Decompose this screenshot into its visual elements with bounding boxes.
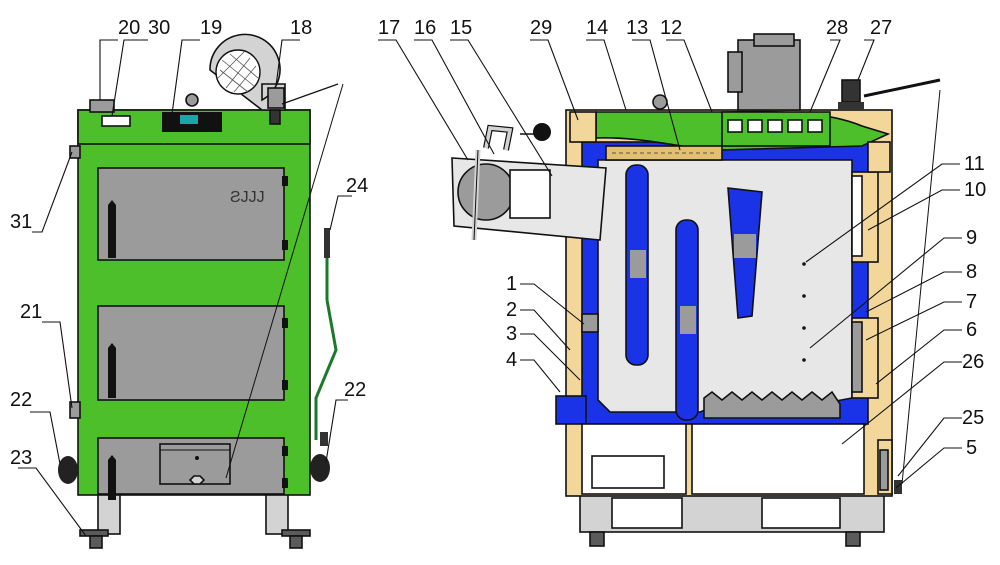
front-view: ƧJJJ [58,33,344,549]
fan-motor-28 [727,33,801,111]
callout-4: 4 [506,349,517,371]
callout-23: 23 [10,447,32,469]
callout-17: 17 [378,17,400,39]
callout-5: 5 [966,437,977,459]
air-flap-23 [159,443,231,485]
callout-24: 24 [346,175,368,197]
fan-18 [209,33,286,125]
front-foot-right [281,529,311,537]
controller-window [180,115,198,124]
section-foot-left [589,531,605,547]
callout-3: 3 [506,323,517,345]
callout-6: 6 [966,319,977,341]
thermometer-knob [185,93,199,107]
pipe-22-left [58,456,78,484]
callout-numbers: 20 30 19 18 31 24 21 22 22 23 17 16 15 2… [10,17,986,469]
callout-11: 11 [964,153,985,175]
callout-14: 14 [586,17,608,39]
callout-1: 1 [506,273,517,295]
callout-26: 26 [962,351,984,373]
brand-logo: ƧJJJ [230,189,265,206]
callout-15: 15 [450,17,472,39]
label-plate-30 [101,115,131,127]
callout-13: 13 [626,17,648,39]
lever-24 [314,228,338,446]
leader-lines [18,39,962,537]
callout-25: 25 [962,407,984,429]
callout-28: 28 [826,17,848,39]
callout-29: 29 [530,17,552,39]
front-door-middle [97,305,285,401]
grate-26 [703,390,841,419]
front-door-upper [97,167,285,261]
callout-8: 8 [966,261,977,283]
callout-18: 18 [290,17,312,39]
callout-7: 7 [966,291,977,313]
ash-pan [591,455,665,489]
callout-10: 10 [964,179,986,201]
cleanout-plug-4 [581,313,599,333]
section-foot-right [845,531,861,547]
side-fitting-21 [69,401,81,419]
callout-20: 20 [118,17,140,39]
callout-22-left: 22 [10,389,32,411]
callout-31: 31 [10,211,32,233]
front-leg-right [265,491,289,535]
section-view [451,33,941,547]
pipe-22-right [310,454,330,482]
side-fitting-31 [69,145,81,159]
callout-27: 27 [870,17,892,39]
top-knob-14 [652,94,668,110]
callout-9: 9 [966,227,977,249]
thermostat-27 [838,78,941,110]
callout-21: 21 [20,301,42,323]
flue-17 [451,123,607,241]
callout-22-right: 22 [344,379,366,401]
callout-16: 16 [414,17,436,39]
callout-12: 12 [660,17,682,39]
callout-2: 2 [506,299,517,321]
callout-19: 19 [200,17,222,39]
callout-30: 30 [148,17,170,39]
top-cap-20 [89,99,115,113]
